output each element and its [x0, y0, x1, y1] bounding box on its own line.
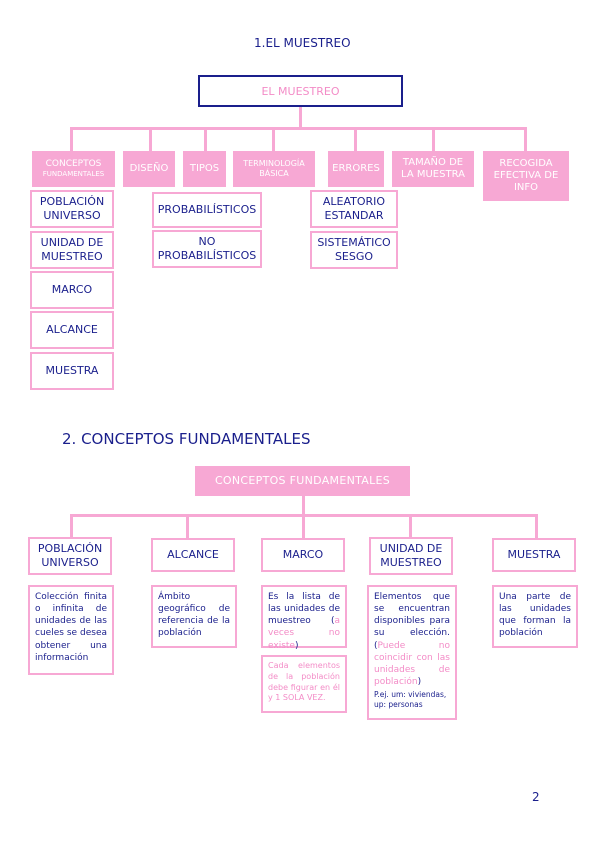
item-poblacion-universo: POBLACIÓN UNIVERSO — [30, 190, 114, 228]
section-1-title: 1.EL MUESTREO — [254, 36, 351, 50]
item-probabilisticos: PROBABILÍSTICOS — [152, 192, 262, 228]
connector — [70, 127, 73, 151]
header-marco: MARCO — [261, 538, 345, 572]
root-conceptos-fundamentales: CONCEPTOS FUNDAMENTALES — [195, 466, 410, 496]
page-number: 2 — [532, 790, 540, 804]
connector — [299, 107, 302, 129]
branch-tipos: TIPOS — [183, 151, 226, 187]
item-sistematico-sesgo: SISTEMÁTICO SESGO — [310, 231, 398, 269]
connector — [70, 127, 526, 130]
item-no-probabilisticos: NO PROBABILÍSTICOS — [152, 230, 262, 268]
header-alcance: ALCANCE — [151, 538, 235, 572]
connector — [149, 127, 152, 151]
note-marco: Cada elementos de la población debe figu… — [261, 655, 347, 713]
branch-recogida-info: RECOGIDA EFECTIVA DE INFO — [483, 151, 569, 201]
item-aleatorio-estandar: ALEATORIO ESTANDAR — [310, 190, 398, 228]
desc-marco: Es la lista de las unidades de muestreo … — [261, 585, 347, 651]
item-alcance: ALCANCE — [30, 311, 114, 349]
item-marco: MARCO — [30, 271, 114, 309]
branch-errores: ERRORES — [328, 151, 384, 187]
item-unidad-muestreo: UNIDAD DE MUESTREO — [30, 231, 114, 269]
branch-diseno: DISEÑO — [123, 151, 175, 187]
desc-poblacion-universo: Colección finita o infinita de unidades … — [28, 585, 114, 675]
connector — [204, 127, 207, 151]
connector — [302, 496, 305, 516]
header-muestra: MUESTRA — [492, 538, 576, 572]
section-2-title: 2. CONCEPTOS FUNDAMENTALES — [62, 430, 311, 448]
connector — [302, 514, 305, 538]
branch-tamano-muestra: TAMAÑO DE LA MUESTRA — [392, 151, 474, 187]
connector — [70, 514, 73, 538]
root-el-muestreo: EL MUESTREO — [198, 75, 403, 107]
branch-terminologia-basica: TERMINOLOGÍA BÁSICA — [233, 151, 315, 187]
connector — [432, 127, 435, 151]
connector — [524, 127, 527, 151]
item-muestra: MUESTRA — [30, 352, 114, 390]
connector — [186, 514, 189, 538]
branch-conceptos-fundamentales: CONCEPTOS FUNDAMENTALES — [32, 151, 115, 187]
desc-unidad-muestreo: Elementos que se encuentran disponibles … — [367, 585, 457, 720]
header-poblacion-universo: POBLACIÓN UNIVERSO — [28, 537, 112, 575]
connector — [354, 127, 357, 151]
connector — [409, 514, 412, 538]
connector — [272, 127, 275, 151]
connector — [535, 514, 538, 538]
header-unidad-muestreo: UNIDAD DE MUESTREO — [369, 537, 453, 575]
desc-muestra: Una parte de las unidades que forman la … — [492, 585, 578, 648]
desc-alcance: Ámbito geográfico de referencia de la po… — [151, 585, 237, 648]
